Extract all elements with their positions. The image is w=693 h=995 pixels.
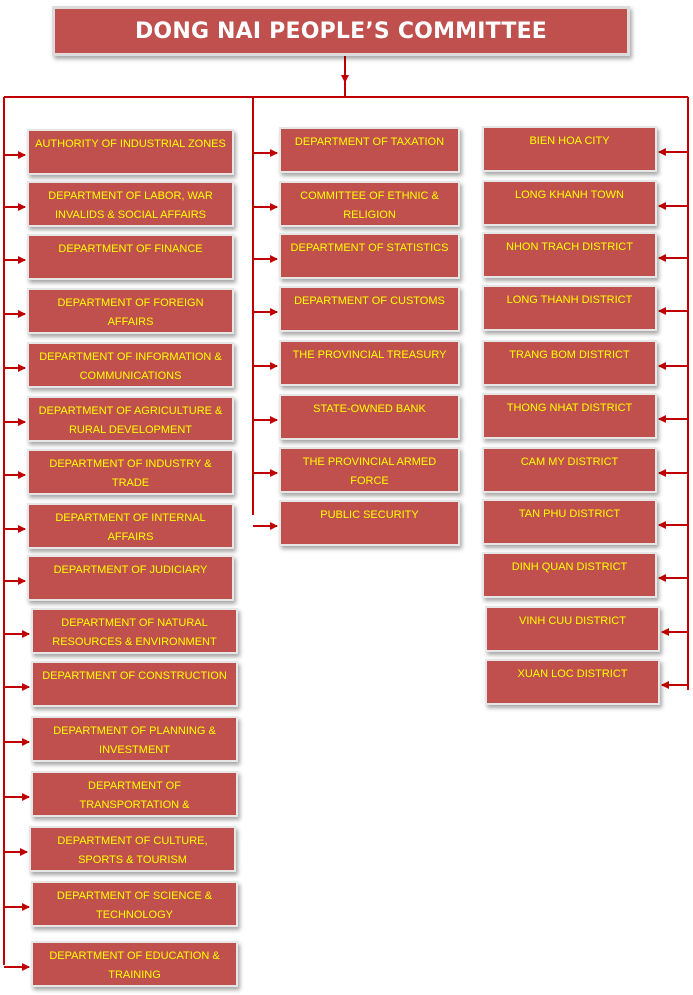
locality-box: LONG KHANH TOWN <box>482 180 657 226</box>
department-box: DEPARTMENT OF EDUCATION & TRAINING <box>31 941 238 987</box>
locality-box: TRANG BOM DISTRICT <box>482 340 657 386</box>
agency-box: DEPARTMENT OF CUSTOMS <box>279 286 460 332</box>
department-box: DEPARTMENT OF CONSTRUCTION <box>31 661 238 707</box>
locality-box: CAM MY DISTRICT <box>482 447 657 493</box>
department-box: DEPARTMENT OF JUDICIARY <box>27 555 234 601</box>
agency-box: THE PROVINCIAL ARMED FORCE <box>279 447 460 493</box>
locality-box: XUAN LOC DISTRICT <box>485 659 660 705</box>
department-box: DEPARTMENT OF LABOR, WAR INVALIDS & SOCI… <box>27 181 234 227</box>
locality-box: THONG NHAT DISTRICT <box>482 393 657 439</box>
locality-box: TAN PHU DISTRICT <box>482 499 657 545</box>
department-box: DEPARTMENT OF PLANNING & INVESTMENT <box>31 716 238 762</box>
department-box: DEPARTMENT OF INDUSTRY & TRADE <box>27 449 234 495</box>
department-box: DEPARTMENT OF CULTURE, SPORTS & TOURISM <box>29 826 236 872</box>
department-box: DEPARTMENT OF FOREIGN AFFAIRS <box>27 288 234 334</box>
agency-box: DEPARTMENT OF TAXATION <box>279 127 460 173</box>
agency-box: STATE-OWNED BANK <box>279 394 460 440</box>
locality-box: NHON TRACH DISTRICT <box>482 232 657 278</box>
locality-box: LONG THANH DISTRICT <box>482 285 657 331</box>
agency-box: COMMITTEE OF ETHNIC & RELIGION <box>279 181 460 227</box>
locality-box: VINH CUU DISTRICT <box>485 606 660 652</box>
locality-box: BIEN HOA CITY <box>482 126 657 172</box>
locality-box: DINH QUAN DISTRICT <box>482 552 657 598</box>
agency-box: THE PROVINCIAL TREASURY <box>279 340 460 386</box>
department-box: DEPARTMENT OF INTERNAL AFFAIRS <box>27 503 234 549</box>
department-box: DEPARTMENT OF INFORMATION & COMMUNICATIO… <box>27 342 234 388</box>
agency-box: DEPARTMENT OF STATISTICS <box>279 233 460 279</box>
department-box: DEPARTMENT OF AGRICULTURE & RURAL DEVELO… <box>27 396 234 442</box>
diagram-title: DONG NAI PEOPLE’S COMMITTEE <box>52 6 630 56</box>
department-box: DEPARTMENT OF TRANSPORTATION & COMMUNICA… <box>31 771 238 817</box>
agency-box: PUBLIC SECURITY <box>279 500 460 546</box>
department-box: AUTHORITY OF INDUSTRIAL ZONES <box>27 129 234 175</box>
department-box: DEPARTMENT OF NATURAL RESOURCES & ENVIRO… <box>31 608 238 654</box>
department-box: DEPARTMENT OF SCIENCE & TECHNOLOGY <box>31 881 238 927</box>
department-box: DEPARTMENT OF FINANCE <box>27 234 234 280</box>
